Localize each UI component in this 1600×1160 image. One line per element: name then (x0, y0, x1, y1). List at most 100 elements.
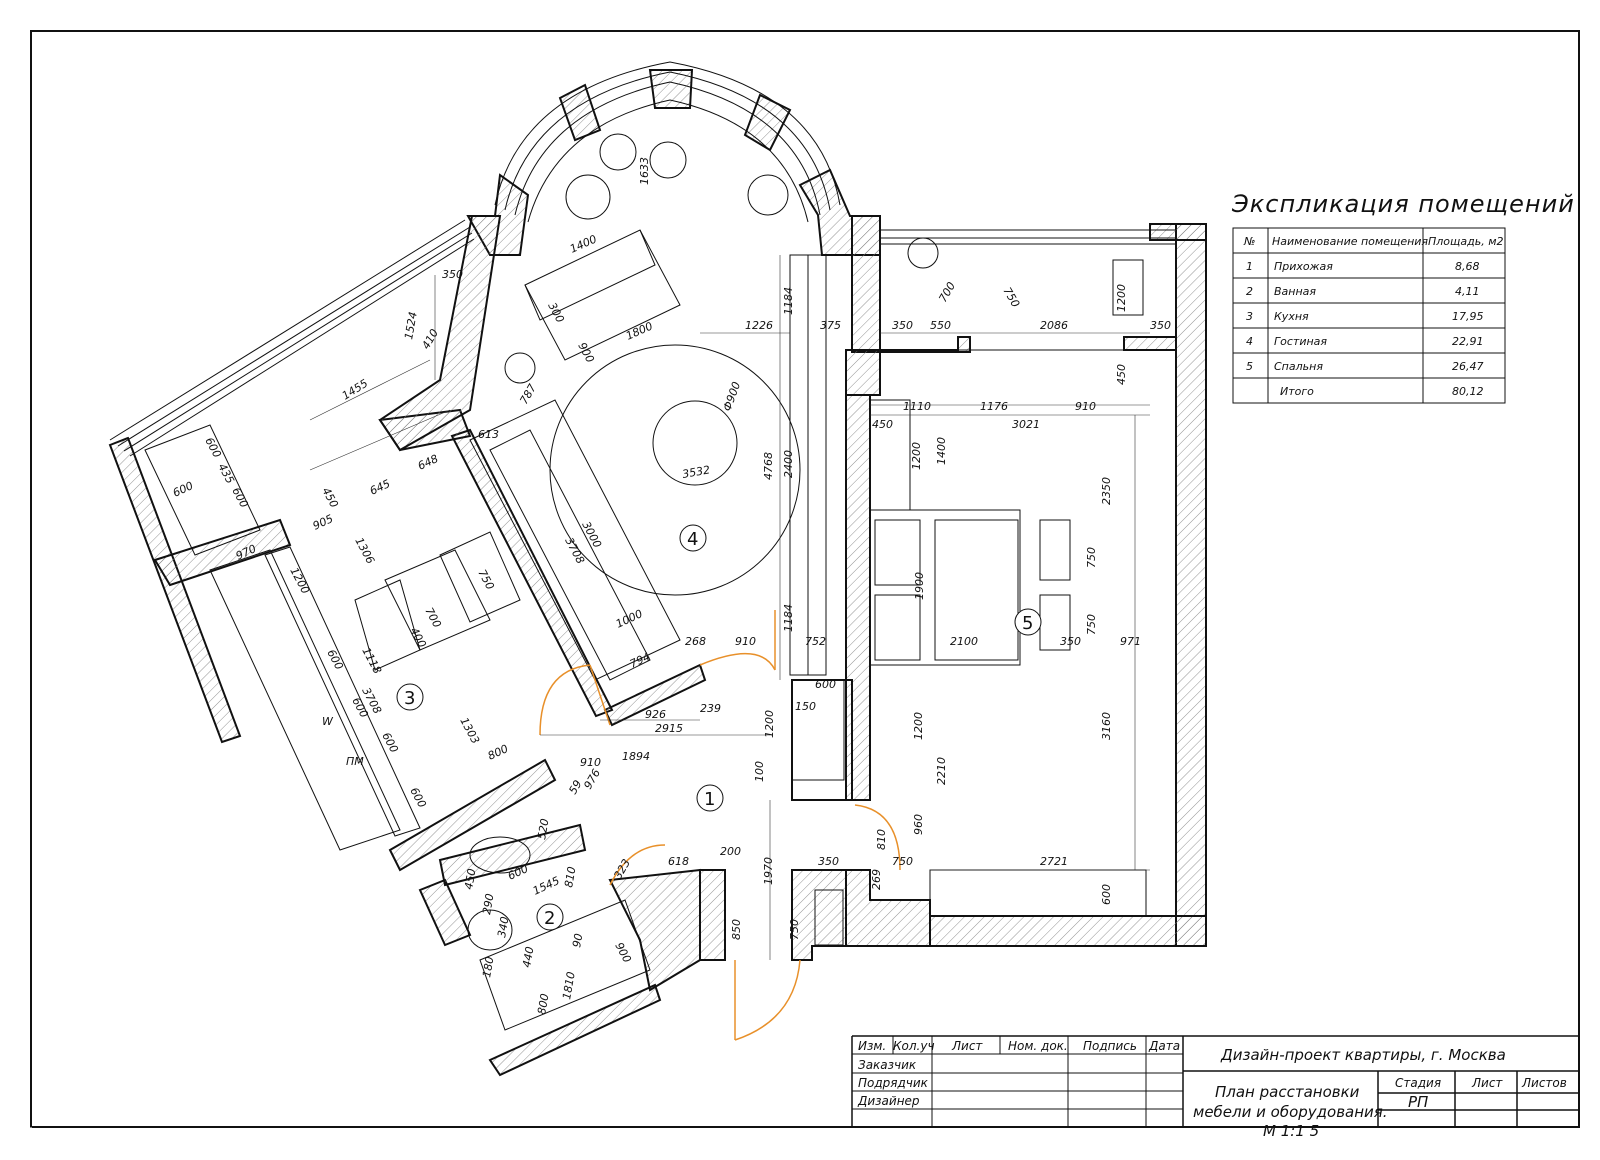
dim: 450 (872, 418, 893, 431)
diameter-label: Ф900 (721, 380, 744, 413)
dim: 1524 (402, 311, 420, 341)
stamp-col-podpis: Подпись (1083, 1039, 1137, 1053)
bay-window (494, 61, 841, 223)
dim: 450 (462, 868, 478, 891)
stamp-drawing-title-1: План расстановки (1215, 1083, 1360, 1101)
dim: 700 (422, 605, 443, 630)
stamp-role-contractor: Подрядчик (858, 1076, 929, 1090)
dim: 618 (668, 855, 689, 868)
dim: 2721 (1040, 855, 1068, 868)
dim: 400 (407, 625, 428, 650)
dim: 600 (229, 485, 250, 510)
dim: 1118 (359, 645, 384, 676)
w-label: W (322, 715, 334, 728)
dim: 750 (1000, 285, 1022, 310)
room-markers: 1 2 3 4 5 (396, 524, 1042, 931)
dim: 2086 (1040, 319, 1068, 332)
explication-row-area: 22,91 (1452, 335, 1484, 348)
dim: 100 (753, 761, 766, 782)
dim: 750 (1085, 547, 1098, 568)
dim: 268 (685, 635, 706, 648)
dim: 1200 (910, 442, 923, 470)
room-number: 5 (1022, 613, 1033, 634)
dim: 600 (407, 785, 428, 810)
dim: 59 (566, 778, 584, 797)
dim: 3000 (579, 519, 604, 550)
dim: 600 (379, 730, 400, 755)
dim: 200 (720, 845, 741, 858)
dim: 787 (517, 382, 539, 407)
stamp-sheet-header: Лист (1471, 1076, 1503, 1090)
stamp-drawing-title-2: мебели и оборудования. (1193, 1103, 1388, 1121)
dim: 645 (368, 477, 393, 498)
dim: 180 (480, 956, 496, 979)
dim: 450 (319, 485, 340, 510)
explication-header-name: Наименование помещения (1272, 235, 1428, 248)
doors (539, 610, 901, 1041)
dim: 960 (912, 814, 925, 835)
dim: 2915 (655, 722, 683, 735)
dim: 1810 (560, 971, 578, 1001)
dim: 3160 (1100, 712, 1113, 740)
explication-table: Экспликация помещений № Наименование пом… (1231, 190, 1574, 404)
dim: 435 (215, 461, 236, 486)
furniture (144, 229, 1147, 1031)
dim: 1200 (763, 710, 776, 738)
dim: 3532 (681, 463, 711, 481)
dim: 1900 (913, 572, 926, 600)
dim: 4768 (762, 452, 775, 480)
dim: 239 (700, 702, 721, 715)
dim: 971 (1120, 635, 1141, 648)
dim: 375 (820, 319, 841, 332)
explication-row-name: Спальня (1274, 360, 1323, 373)
dim: 750 (892, 855, 913, 868)
dim: 520 (535, 818, 551, 841)
explication-row-no: 4 (1246, 335, 1253, 348)
explication-row-name: Ванная (1274, 285, 1316, 298)
stamp-col-koluch: Кол.уч (893, 1039, 935, 1053)
dim: 1200 (287, 565, 312, 596)
dim: 752 (805, 635, 826, 648)
dim: 750 (788, 919, 801, 940)
dim: 794 (628, 650, 653, 671)
stamp-drawing-title-3: М 1:1 5 (1263, 1122, 1319, 1140)
explication-row-area: 8,68 (1455, 260, 1480, 273)
dim: 1226 (745, 319, 773, 332)
plants (565, 133, 789, 220)
balcony-bedroom (879, 229, 1177, 351)
dim: 1894 (622, 750, 650, 763)
pm-label: ПМ (346, 755, 364, 768)
dim: 3021 (1012, 418, 1040, 431)
dim: 810 (875, 829, 888, 850)
dim: 1110 (903, 400, 931, 413)
stamp-stage-value: РП (1408, 1093, 1428, 1111)
dim: 1633 (638, 157, 651, 185)
stamp-col-nomdok: Ном. док. (1008, 1039, 1068, 1053)
dim: 340 (495, 916, 511, 939)
dim: 350 (1150, 319, 1171, 332)
dim: 1184 (782, 287, 795, 315)
dim: 850 (730, 919, 743, 940)
dim: 90 (570, 932, 585, 948)
dim: 926 (645, 708, 666, 721)
room-number: 4 (687, 529, 698, 550)
dim: 648 (416, 452, 441, 473)
dim: 1184 (782, 604, 795, 632)
dim: 905 (311, 512, 336, 533)
stamp-role-designer: Дизайнер (857, 1094, 920, 1108)
stamp-role-customer: Заказчик (858, 1058, 917, 1072)
sheet-frame (30, 30, 1580, 1128)
dimension-lines (309, 255, 1150, 960)
dim: 700 (936, 280, 958, 305)
dim: 1176 (980, 400, 1008, 413)
dim: 976 (581, 767, 603, 792)
dim: 350 (818, 855, 839, 868)
dim: 910 (1075, 400, 1096, 413)
explication-header-area: Площадь, м2 (1428, 235, 1504, 248)
stamp-project-title: Дизайн-проект квартиры, г. Москва (1220, 1046, 1506, 1064)
dim: 350 (1060, 635, 1081, 648)
explication-row-area: 26,47 (1452, 360, 1484, 373)
dim: 1970 (762, 857, 775, 885)
explication-row-no: 5 (1246, 360, 1253, 373)
